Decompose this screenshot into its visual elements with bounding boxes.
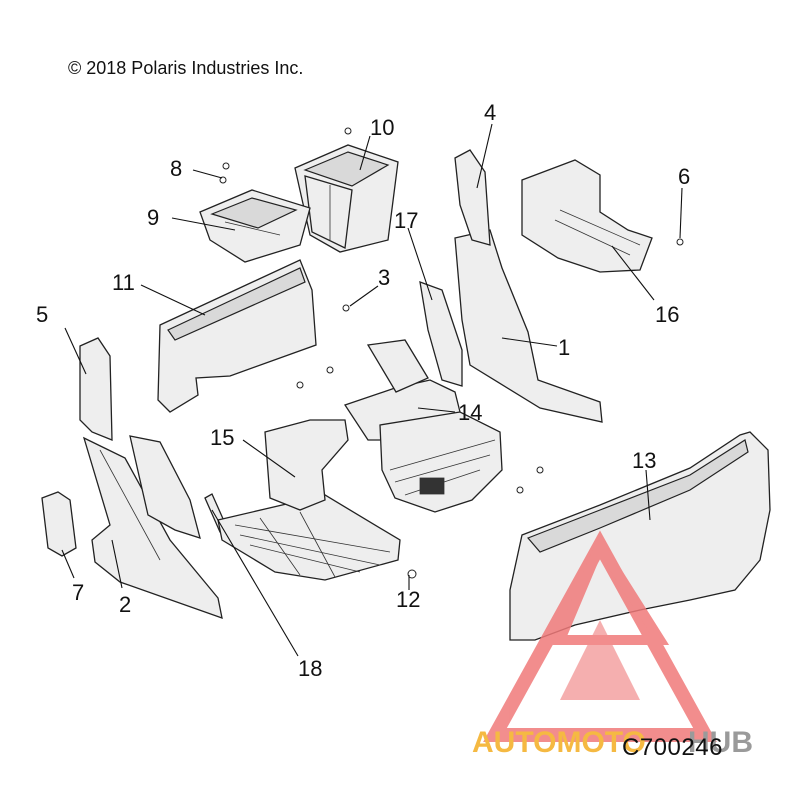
part-9-tray — [199, 189, 311, 263]
callout-5: 5 — [36, 302, 48, 327]
callout-15: 15 — [210, 425, 234, 450]
copyright-notice: © 2018 Polaris Industries Inc. — [68, 58, 304, 78]
document-id: C700246 — [622, 734, 723, 761]
part-11-panel — [157, 259, 317, 413]
watermark-word-1: AUTOMOTO — [472, 726, 646, 759]
callout-14: 14 — [458, 400, 482, 425]
callout-18: 18 — [298, 656, 322, 681]
callout-12: 12 — [396, 587, 420, 612]
callout-17: 17 — [394, 208, 418, 233]
callout-2: 2 — [119, 592, 131, 617]
part-16-floor — [521, 159, 653, 273]
callout-6: 6 — [678, 164, 690, 189]
part-7-pad — [41, 491, 77, 557]
callout-10: 10 — [370, 115, 394, 140]
callout-7: 7 — [72, 580, 84, 605]
callout-1: 1 — [558, 335, 570, 360]
callout-labels: 1 2 3 4 5 6 7 8 9 10 11 12 13 14 15 16 1… — [36, 100, 690, 681]
leader-lines — [61, 123, 683, 657]
watermark-logo-icon — [483, 530, 717, 742]
part-5-side-panel — [79, 337, 113, 441]
callout-16: 16 — [655, 302, 679, 327]
part-4-panel — [454, 149, 491, 246]
part-1-frame — [454, 229, 603, 423]
callout-4: 4 — [484, 100, 496, 125]
fasteners — [219, 127, 684, 579]
part-10-bin — [294, 144, 399, 253]
callout-11: 11 — [112, 270, 135, 295]
watermark-word-2: HUB — [688, 726, 753, 759]
callout-9: 9 — [147, 205, 159, 230]
part-15-floor — [129, 419, 401, 581]
callout-13: 13 — [632, 448, 656, 473]
part-17-bracket — [419, 281, 463, 387]
callout-3: 3 — [378, 265, 390, 290]
callout-8: 8 — [170, 156, 182, 181]
part-14-floor — [343, 339, 503, 513]
